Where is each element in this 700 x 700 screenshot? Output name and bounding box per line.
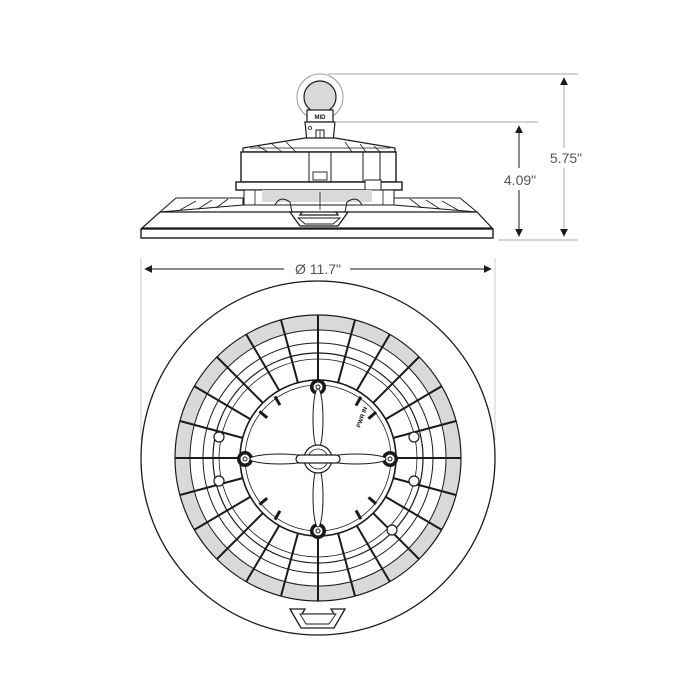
top-view: PWR IN (140, 280, 496, 636)
heatsink-fins (175, 315, 461, 601)
side-view: MID (140, 73, 494, 239)
notch-marker-top (288, 608, 347, 629)
heatsink-top (242, 137, 396, 153)
hook-label: MID (315, 115, 327, 121)
height-dimensions: 5.75" 4.09" (328, 73, 582, 241)
overall-height-label: 5.75" (550, 150, 582, 166)
hook-neck: MID (304, 109, 336, 143)
driver-housing (235, 151, 403, 191)
screw-bottom (310, 523, 326, 539)
center-hub (249, 388, 387, 528)
led-module-side (243, 189, 395, 213)
screw-top (310, 379, 326, 395)
inner-ring-tabs (258, 395, 378, 521)
notch-marker-side (288, 211, 350, 227)
diameter-dimension: Ø 11.7" (140, 258, 496, 440)
screw-left (237, 451, 253, 467)
mounting-screws (213, 379, 420, 539)
diameter-label: Ø 11.7" (295, 261, 341, 277)
body-height-label: 4.09" (504, 172, 536, 188)
